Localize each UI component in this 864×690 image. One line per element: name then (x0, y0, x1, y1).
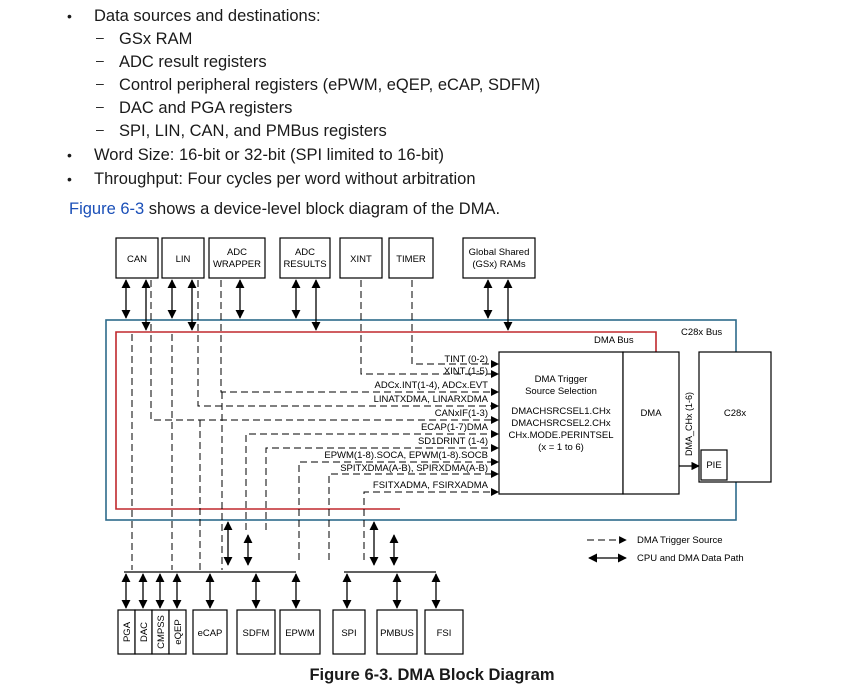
c28x-bus-label: C28x Bus (681, 327, 722, 338)
trigger-block-line: Source Selection (525, 386, 597, 397)
trigger-label: XINT (1-5) (444, 366, 488, 377)
trigger-label: EPWM(1-8).SOCA, EPWM(1-8).SOCB (324, 450, 488, 461)
block-timer-label: TIMER (396, 254, 426, 265)
block-adc-results: ADC RESULTS (279, 237, 331, 279)
bullet-text: Control peripheral registers (ePWM, eQEP… (119, 76, 541, 94)
intro-text: shows a device-level block diagram of th… (144, 200, 501, 218)
trigger-label: LINATXDMA, LINARXDMA (374, 394, 489, 405)
trigger-block-line: (x = 1 to 6) (538, 442, 584, 453)
legend-trigger-label: DMA Trigger Source (637, 535, 723, 546)
trigger-select-block (498, 351, 624, 495)
block-xint-label: XINT (350, 254, 372, 265)
trigger-label: ADCx.INT(1-4), ADCx.EVT (375, 380, 489, 391)
svg-text:Global Shared: Global Shared (469, 247, 530, 258)
bullet-text: GSx RAM (119, 30, 193, 48)
block-fsi-label: FSI (437, 628, 452, 639)
bullet-dot: • (67, 147, 72, 163)
svg-text:ADC: ADC (295, 247, 315, 258)
block-lin: LIN (161, 237, 205, 279)
block-pmbus-label: PMBUS (380, 628, 414, 639)
block-gsx-ram: Global Shared (GSx) RAMs (462, 237, 536, 279)
dash-marker: – (96, 121, 104, 137)
bullet-text: Word Size: 16-bit or 32-bit (SPI limited… (94, 146, 444, 164)
dash-marker: – (96, 29, 104, 45)
dash-marker: – (96, 98, 104, 114)
trigger-block-line: CHx.MODE.PERINTSEL (508, 430, 613, 441)
trigger-label: SPITXDMA(A-B), SPIRXDMA(A-B) (340, 463, 488, 474)
block-eqep-label: eQEP (173, 619, 184, 644)
dma-block (622, 351, 680, 495)
dash-marker: – (96, 52, 104, 68)
trigger-block-line: DMACHSRCSEL1.CHx (511, 406, 610, 417)
svg-text:(GSx) RAMs: (GSx) RAMs (472, 259, 526, 270)
block-pga-label: PGA (122, 621, 133, 642)
block-can: CAN (115, 237, 159, 279)
bullet-text: SPI, LIN, CAN, and PMBus registers (119, 122, 387, 140)
dma-bus (115, 331, 657, 510)
bullet-text: DAC and PGA registers (119, 99, 293, 117)
dma-label: DMA (640, 408, 662, 419)
block-timer: TIMER (388, 237, 434, 279)
block-lin-label: LIN (176, 254, 191, 265)
bullet-text: Data sources and destinations: (94, 7, 321, 25)
figure-caption: Figure 6-3. DMA Block Diagram (309, 666, 555, 684)
trigger-label: TINT (0-2) (444, 354, 488, 365)
bullet-dot: • (67, 8, 72, 24)
block-ecap-label: eCAP (198, 628, 223, 639)
bullet-text: ADC result registers (119, 53, 267, 71)
block-spi-label: SPI (341, 628, 356, 639)
trigger-label: ECAP(1-7)DMA (421, 422, 489, 433)
bullet-dot: • (67, 171, 72, 187)
block-xint: XINT (339, 237, 383, 279)
block-can-label: CAN (127, 254, 147, 265)
pie-block (700, 449, 728, 481)
dma-bus-label: DMA Bus (594, 335, 634, 346)
legend-data-path-label: CPU and DMA Data Path (637, 553, 744, 564)
block-cmpss-label: CMPSS (156, 615, 167, 649)
dash-marker: – (96, 75, 104, 91)
intro-paragraph: Figure 6-3 shows a device-level block di… (69, 199, 500, 219)
block-dac-label: DAC (139, 622, 150, 642)
svg-text:RESULTS: RESULTS (283, 259, 326, 270)
block-adc-wrapper: ADC WRAPPER (208, 237, 266, 279)
trigger-block-line: DMACHSRCSEL2.CHx (511, 418, 610, 429)
block-epwm-label: EPWM (285, 628, 315, 639)
figure-link[interactable]: Figure 6-3 (69, 200, 145, 218)
bullet-text: Throughput: Four cycles per word without… (94, 170, 476, 188)
trigger-block-line: DMA Trigger (535, 374, 588, 385)
bottom-blocks: eCAP SDFM EPWM SPI PMBUS FSI (192, 609, 464, 655)
bottom-rotated-blocks: PGA DAC CMPSS eQEP (117, 609, 187, 655)
pie-label: PIE (706, 460, 721, 471)
trigger-label: CANxIF(1-3) (435, 408, 488, 419)
block-sdfm-label: SDFM (243, 628, 270, 639)
svg-text:WRAPPER: WRAPPER (213, 259, 261, 270)
trigger-label: FSITXADMA, FSIRXADMA (373, 480, 489, 491)
trigger-label: SD1DRINT (1-4) (418, 436, 488, 447)
legend: DMA Trigger Source CPU and DMA Data Path (587, 535, 744, 564)
c28x-label: C28x (724, 408, 746, 419)
dma-chx-label: DMA_CHx (1-6) (684, 392, 694, 456)
svg-text:ADC: ADC (227, 247, 247, 258)
